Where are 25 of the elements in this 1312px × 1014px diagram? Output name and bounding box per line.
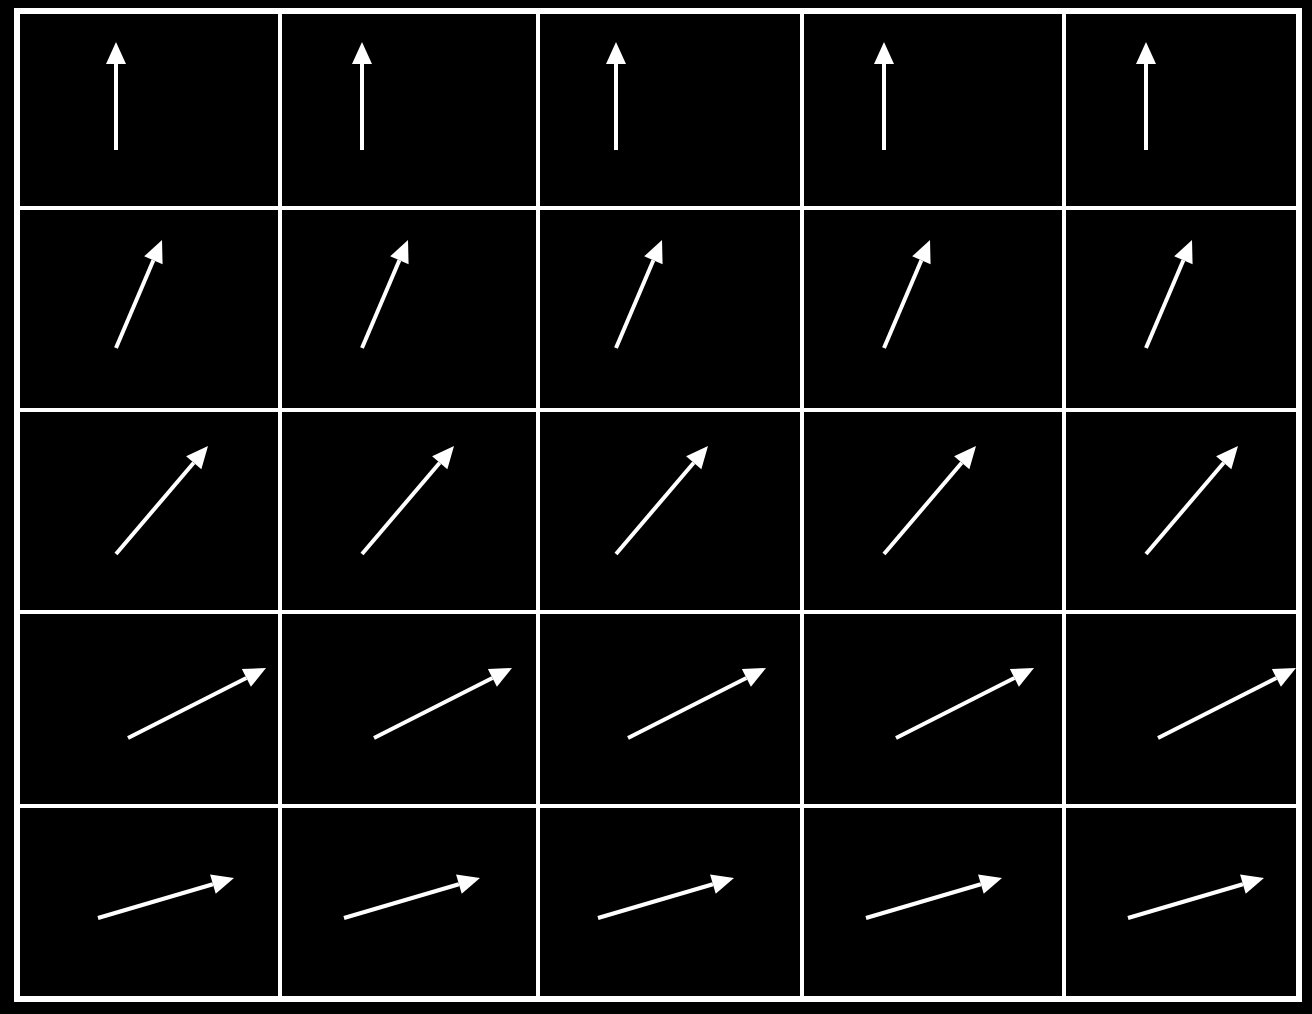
grid-cell: [18, 612, 280, 806]
grid-cell: [538, 612, 802, 806]
grid-cell: [1064, 410, 1298, 612]
grid-cell: [802, 612, 1064, 806]
grid-cell: [280, 410, 538, 612]
grid-cell: [280, 612, 538, 806]
grid-cell: [1064, 806, 1298, 998]
grid-cell: [1064, 612, 1298, 806]
grid-cell: [1064, 12, 1298, 208]
grid-cell: [1064, 208, 1298, 410]
grid-cell: [18, 208, 280, 410]
grid-cell: [538, 806, 802, 998]
grid-cell: [280, 806, 538, 998]
grid-cell: [802, 806, 1064, 998]
grid-cell: [538, 12, 802, 208]
grid-cell: [802, 12, 1064, 208]
grid-cell: [18, 12, 280, 208]
grid-cell: [802, 410, 1064, 612]
grid-cell: [802, 208, 1064, 410]
grid-cell: [18, 410, 280, 612]
grid-cell: [18, 806, 280, 998]
grid-cell: [538, 410, 802, 612]
grid-cell: [538, 208, 802, 410]
grid-cell: [280, 208, 538, 410]
grid-cell: [280, 12, 538, 208]
